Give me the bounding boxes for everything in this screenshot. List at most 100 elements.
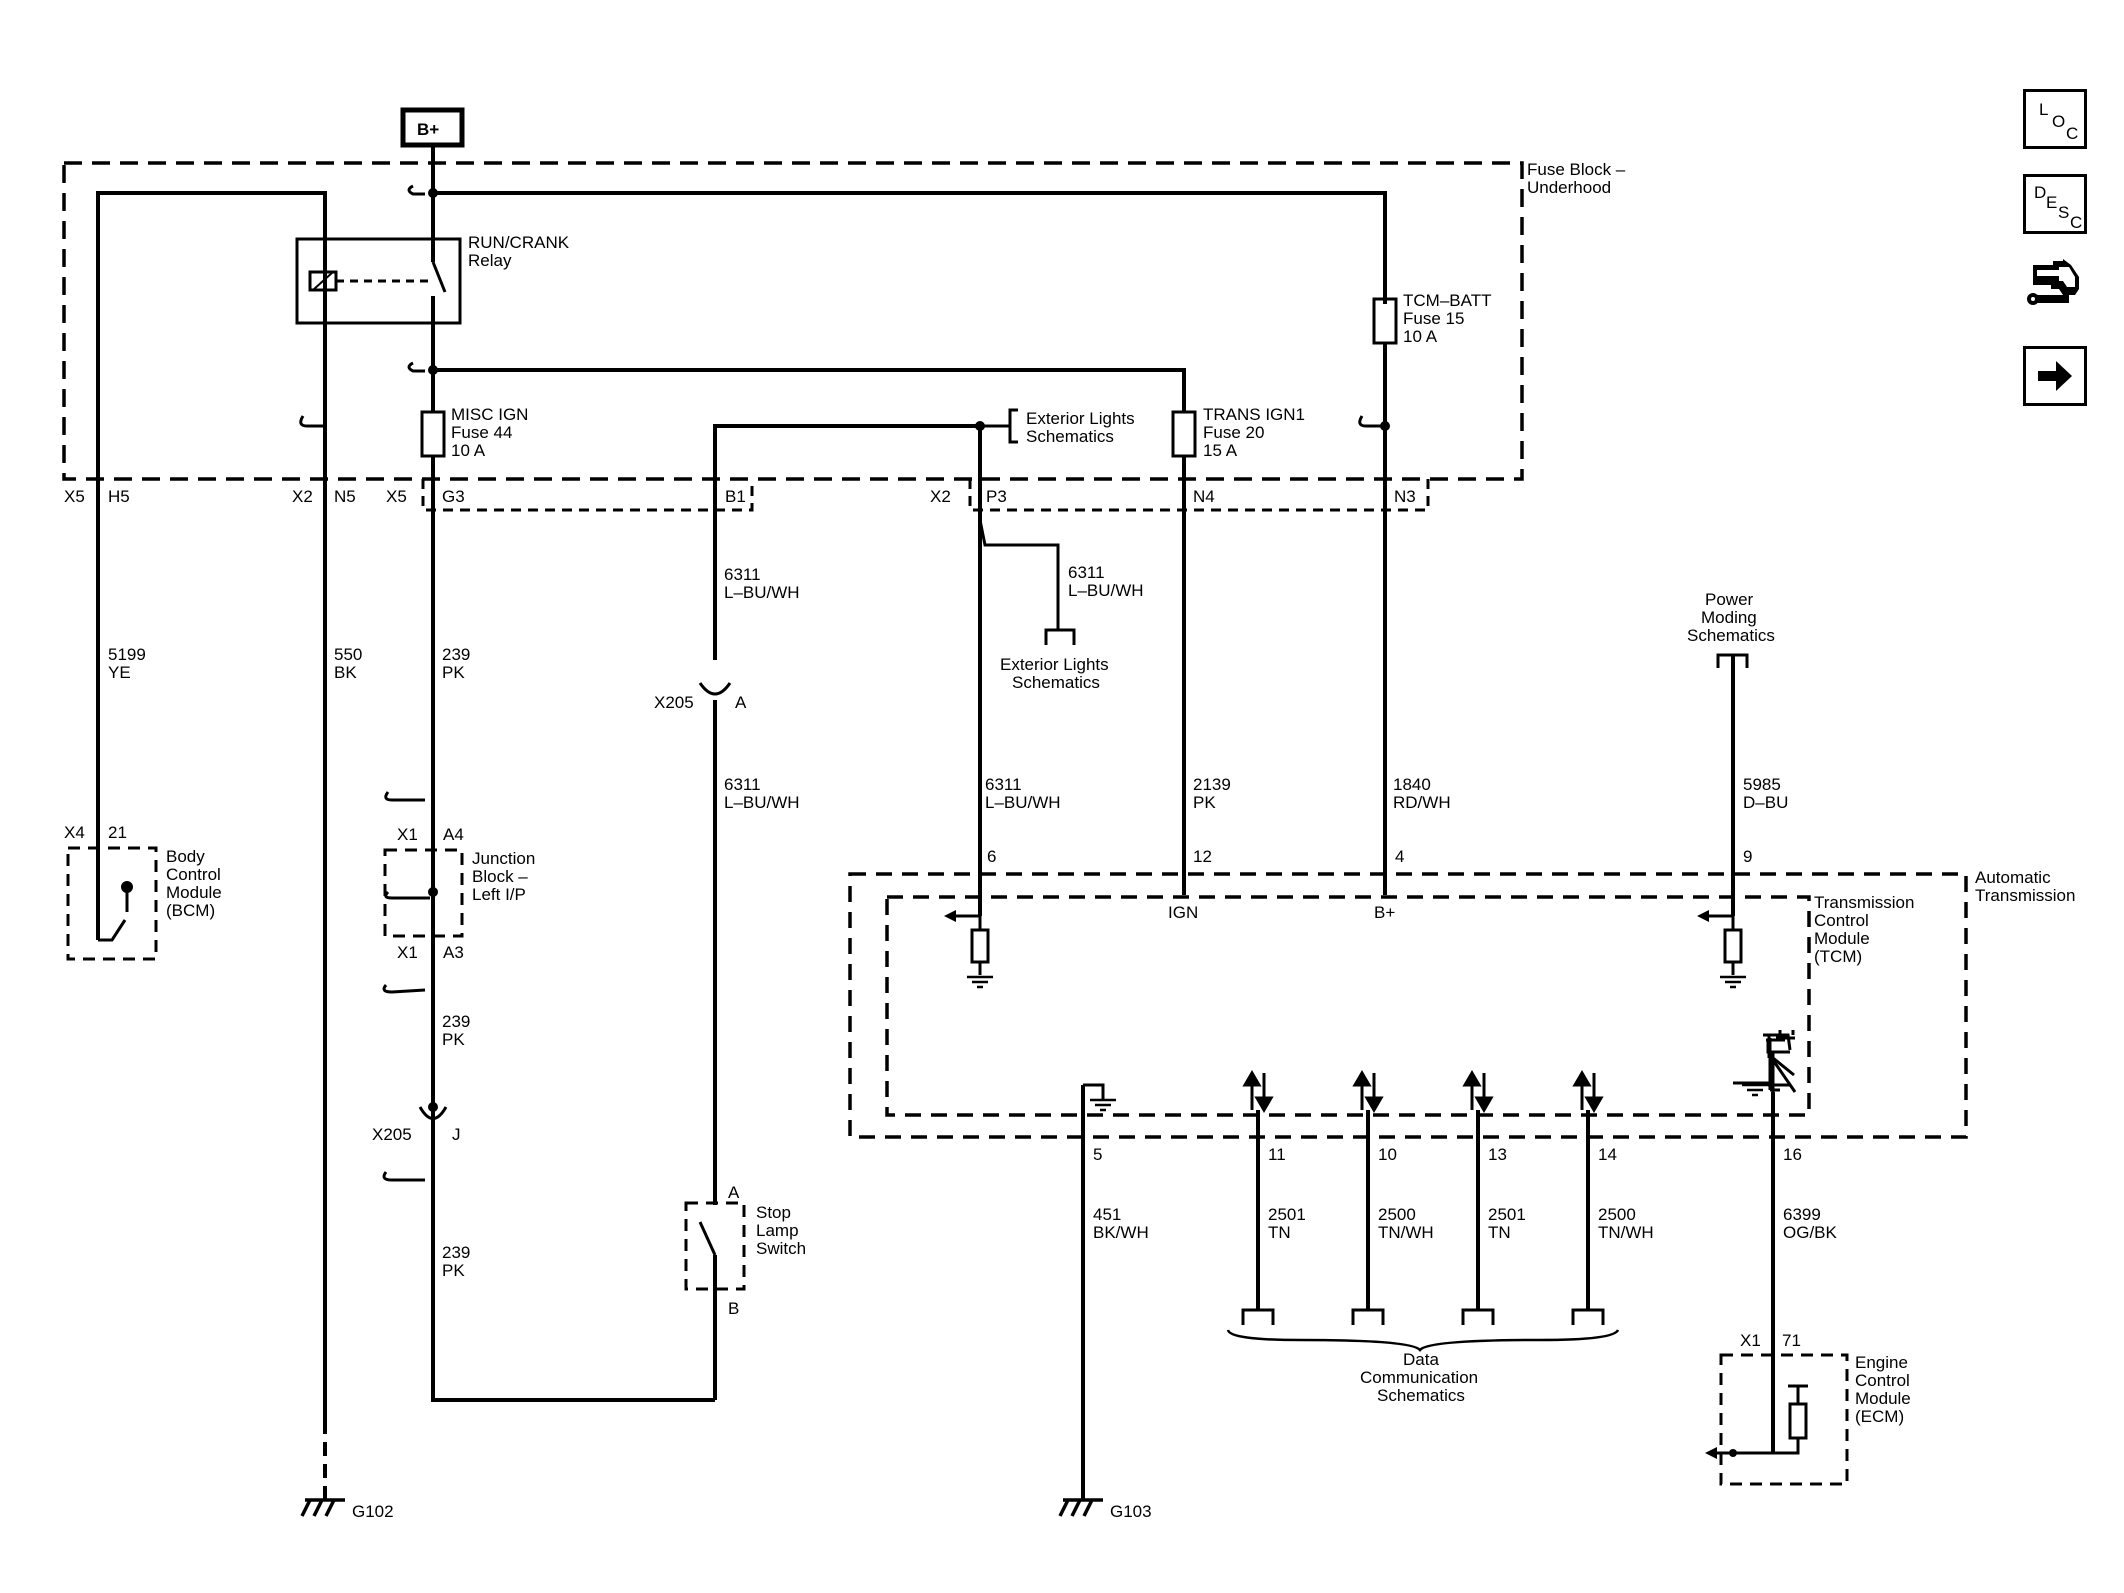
loc-letter-c: C — [2066, 124, 2079, 143]
wire-239b-color: PK — [442, 1030, 465, 1049]
tcm-batt-fuse-label: TCM–BATT — [1403, 291, 1491, 310]
bcm-label-2: Control — [166, 865, 221, 884]
wire-5985-color: D–BU — [1743, 793, 1788, 812]
data-comm-ref-3[interactable]: Schematics — [1377, 1386, 1465, 1405]
junction-x1-a3: X1 — [397, 943, 418, 962]
wire-2139-color: PK — [1193, 793, 1216, 812]
pin-n3: N3 — [1394, 487, 1416, 506]
wire-6311d-num: 6311 — [985, 775, 1022, 794]
stop-lamp-pin-b: B — [728, 1299, 739, 1318]
junction-label-1: Junction — [472, 849, 535, 868]
right-arrow-icon — [2038, 361, 2072, 391]
trans-ign1-fuse — [1171, 410, 1197, 458]
x205-j-pin: J — [452, 1125, 461, 1144]
fuse-block-outline — [62, 161, 1524, 481]
stop-lamp-switch-outline — [684, 1201, 746, 1291]
auto-trans-label-2: Transmission — [1975, 886, 2075, 905]
ext-lights-ref-1[interactable]: Exterior Lights — [1026, 409, 1135, 428]
stop-lamp-label-3: Switch — [756, 1239, 806, 1258]
wire-2500b-num: 2500 — [1598, 1205, 1636, 1224]
wire-6311d-color: L–BU/WH — [985, 793, 1061, 812]
wire-2139-num: 2139 — [1193, 775, 1231, 794]
x205-j-conn: X205 — [372, 1125, 412, 1144]
pin-h5: H5 — [108, 487, 130, 506]
tcm-pin-16: 16 — [1783, 1145, 1802, 1164]
pin-n5: N5 — [334, 487, 356, 506]
run-crank-bus — [433, 368, 1186, 412]
wire-239a-num: 239 — [442, 645, 470, 664]
desc-letter-c: C — [2070, 213, 2083, 232]
misc-ign-fuse-label: MISC IGN — [451, 405, 528, 424]
wire-2501a-num: 2501 — [1268, 1205, 1306, 1224]
tcm-label-3: Module — [1814, 929, 1870, 948]
loc-letter-o: O — [2052, 112, 2066, 131]
wire-239a-color: PK — [442, 663, 465, 682]
tcm-pin-10: 10 — [1378, 1145, 1397, 1164]
desc-letter-d: D — [2034, 183, 2047, 202]
pin-g3: G3 — [442, 487, 465, 506]
pin-x2-p3-conn: X2 — [930, 487, 951, 506]
b-plus-bus — [431, 140, 1387, 304]
wire-6311a-num: 6311 — [724, 565, 761, 584]
tcm-label-1: Transmission — [1814, 893, 1914, 912]
power-moding-ref-3[interactable]: Schematics — [1687, 626, 1775, 645]
location-view-button[interactable]: L O C — [2023, 89, 2087, 149]
tcm-batt-fuse-number: Fuse 15 — [1403, 309, 1464, 328]
wire-6399-color: OG/BK — [1783, 1223, 1838, 1242]
stop-lamp-label-2: Lamp — [756, 1221, 799, 1240]
pin-p3: P3 — [986, 487, 1007, 506]
tcm-pin-9: 9 — [1743, 847, 1752, 866]
connector-view-button[interactable] — [2023, 255, 2087, 315]
desc-letter-e: E — [2046, 193, 2058, 212]
tcm-label-2: Control — [1814, 911, 1869, 930]
wire-6311c-color: L–BU/WH — [1068, 581, 1144, 600]
power-moding-ref[interactable]: Power — [1705, 590, 1754, 609]
ext-lights-ref-1b[interactable]: Schematics — [1026, 427, 1114, 446]
junction-block-outline — [383, 848, 464, 938]
pin-x5-h5-conn: X5 — [64, 487, 85, 506]
ecm-label-3: Module — [1855, 1389, 1911, 1408]
tcm-pin-6: 6 — [987, 847, 996, 866]
tcm-pin-12: 12 — [1193, 847, 1212, 866]
power-moding-ref-2[interactable]: Moding — [1701, 608, 1757, 627]
fuse-block-subtitle: Underhood — [1527, 178, 1611, 197]
tcm-pin-13: 13 — [1488, 1145, 1507, 1164]
ext-lights-ref-2[interactable]: Exterior Lights — [1000, 655, 1109, 674]
next-page-button[interactable] — [2023, 346, 2087, 406]
tcm-outline — [885, 895, 1811, 1117]
wire-2501b-color: TN — [1488, 1223, 1511, 1242]
wire-2500a-num: 2500 — [1378, 1205, 1416, 1224]
wire-451-num: 451 — [1093, 1205, 1121, 1224]
bcm-pin: 21 — [108, 823, 127, 842]
wire-451-color: BK/WH — [1093, 1223, 1149, 1242]
wire-550-num: 550 — [334, 645, 362, 664]
x205-a-pin: A — [735, 693, 747, 712]
pin-n4: N4 — [1193, 487, 1215, 506]
run-crank-relay — [295, 237, 462, 325]
ground-g102: G102 — [352, 1502, 394, 1521]
pin-b1: B1 — [725, 487, 746, 506]
data-comm-ref-1[interactable]: Data — [1403, 1350, 1439, 1369]
wire-2500b-color: TN/WH — [1598, 1223, 1654, 1242]
wire-6311b-num: 6311 — [724, 775, 761, 794]
ext-lights-ref-2b[interactable]: Schematics — [1012, 673, 1100, 692]
wire-2501a-color: TN — [1268, 1223, 1291, 1242]
trans-ign1-fuse-number: Fuse 20 — [1203, 423, 1264, 442]
junction-label-2: Block – — [472, 867, 528, 886]
relay-coil-circuit — [96, 191, 327, 479]
tcm-batt-fuse-rating: 10 A — [1403, 327, 1438, 346]
data-comm-ref-2[interactable]: Communication — [1360, 1368, 1478, 1387]
ecm-outline — [1719, 1353, 1849, 1486]
trans-ign1-fuse-label: TRANS IGN1 — [1203, 405, 1305, 424]
tcm-bplus-label: B+ — [1374, 903, 1395, 922]
tcm-ign-label: IGN — [1168, 903, 1198, 922]
ecm-connector: X1 — [1740, 1331, 1761, 1350]
description-button[interactable]: D E S C — [2023, 174, 2087, 234]
wire-5985-num: 5985 — [1743, 775, 1781, 794]
automatic-transmission-outline — [848, 872, 1968, 1139]
wire-550-color: BK — [334, 663, 357, 682]
loc-letter-l: L — [2039, 100, 2049, 119]
wire-5199-num: 5199 — [108, 645, 146, 664]
tcm-switch — [1771, 1059, 1797, 1093]
junction-label-3: Left I/P — [472, 885, 526, 904]
